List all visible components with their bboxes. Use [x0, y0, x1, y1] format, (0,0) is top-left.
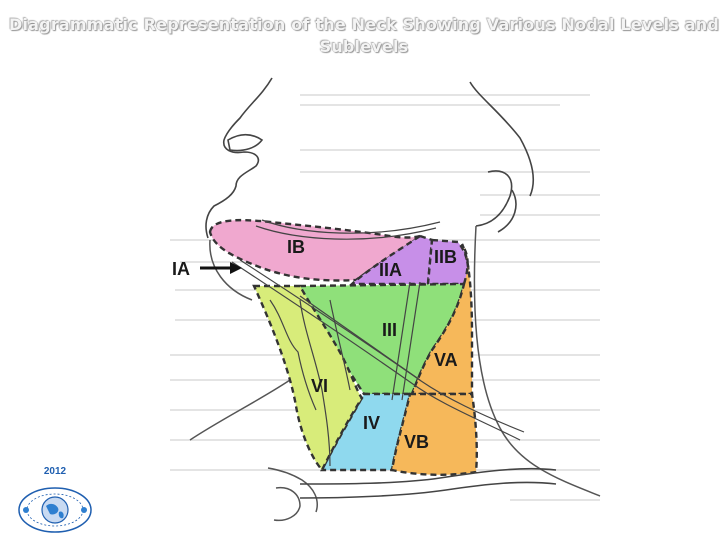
region-VB [390, 392, 478, 476]
label-IIA: IIA [379, 260, 402, 280]
label-VI: VI [311, 376, 328, 396]
anatomy-detail-lines [231, 219, 525, 467]
label-III: III [382, 320, 397, 340]
label-IV: IV [363, 413, 380, 433]
label-IB: IB [287, 237, 305, 257]
level-labels: IA IB IIA IIB III VA VI IV VB [172, 237, 458, 452]
conference-logo: 2012 [18, 466, 92, 533]
label-IIB: IIB [434, 247, 457, 267]
neck-outline [189, 225, 601, 522]
region-VI [252, 284, 364, 473]
region-VA [410, 243, 474, 396]
label-VB: VB [404, 432, 429, 452]
slide-title-line-2: Sublevels [319, 37, 409, 56]
head-outline [205, 77, 535, 239]
label-IA: IA [172, 259, 190, 279]
arrow-to-IA-icon [200, 262, 242, 274]
slide-title-line-1: Diagrammatic Representation of the Neck … [9, 15, 719, 34]
clavicle [299, 467, 557, 499]
globe-logo-icon [41, 496, 69, 524]
label-VA: VA [434, 350, 458, 370]
logo-year: 2012 [44, 466, 67, 477]
slide-title: Diagrammatic Representation of the Neck … [0, 14, 728, 58]
